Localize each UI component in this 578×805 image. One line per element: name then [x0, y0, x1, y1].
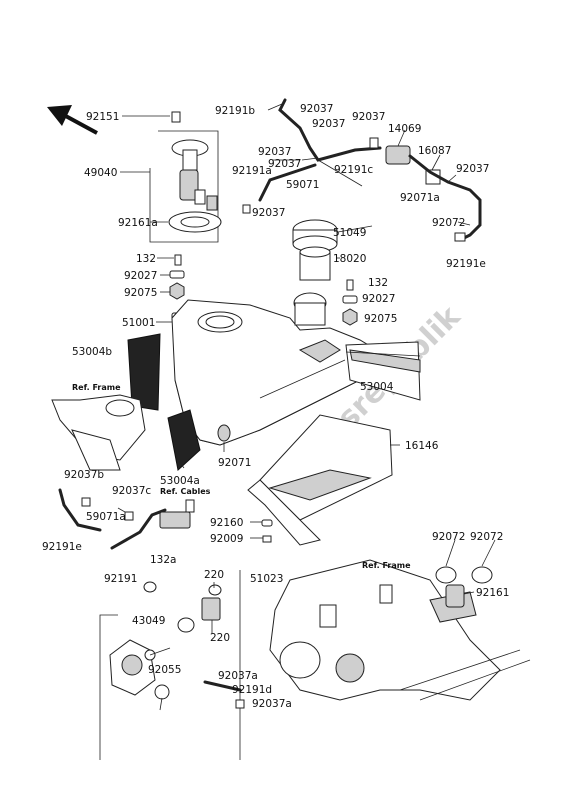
part-label: 220	[204, 569, 224, 581]
part-label: 92037	[252, 207, 285, 219]
ref-cables-label: Ref. Cables	[160, 487, 211, 496]
part-label: 92037	[352, 111, 385, 123]
part-label: 92191b	[215, 105, 255, 117]
part-label: 92191	[104, 573, 137, 585]
washer-92160	[261, 519, 273, 527]
fuel-tank	[171, 292, 381, 446]
part-label: 92071	[218, 457, 251, 469]
part-label: 92191c	[334, 164, 373, 176]
part-label: 92161a	[118, 217, 158, 229]
part-label: 53004	[360, 381, 394, 393]
side-cover-53004b	[127, 333, 161, 411]
frame-right	[269, 559, 531, 701]
part-label: 18020	[333, 253, 366, 265]
direction-arrow-icon	[47, 105, 98, 135]
part-label: 92072	[470, 531, 503, 543]
pump-assembly	[109, 581, 222, 700]
part-label: 49040	[84, 167, 117, 179]
part-label: 53004b	[72, 346, 112, 358]
part-label: 92037c	[112, 485, 151, 497]
part-label: 16146	[405, 440, 439, 452]
part-label: 51023	[250, 573, 283, 585]
side-cover-53004a	[167, 409, 201, 471]
part-label: 92072	[432, 531, 465, 543]
fuel-pump-group	[149, 111, 222, 243]
part-label: 92037a	[218, 670, 258, 682]
hose-routing-top	[242, 98, 482, 242]
part-label: 92075	[124, 287, 157, 299]
part-label: 53004a	[160, 475, 200, 487]
bushing-92071	[217, 424, 231, 442]
part-label: 92027	[362, 293, 395, 305]
part-label: 92160	[210, 517, 243, 529]
frame-left	[51, 394, 146, 471]
hose-92191e-left	[58, 488, 102, 532]
part-label: 16087	[418, 145, 451, 157]
pump-bracket-box	[99, 614, 118, 760]
cable-bracket	[81, 497, 195, 529]
part-label: 92009	[210, 533, 243, 545]
part-label: 92191a	[232, 165, 272, 177]
part-label: 92191e	[42, 541, 82, 553]
part-label: 92037b	[64, 469, 104, 481]
part-label: 92055	[148, 664, 181, 676]
valve-14069	[385, 145, 411, 165]
part-label: 14069	[388, 123, 421, 135]
bolt-92009	[262, 535, 272, 543]
part-label: 92191d	[232, 684, 272, 696]
part-label: 92037	[456, 163, 489, 175]
part-label: 59071a	[86, 511, 126, 523]
part-label: 92071a	[400, 192, 440, 204]
part-label: 132a	[150, 554, 176, 566]
screw-92151	[171, 111, 181, 123]
part-label: 51001	[122, 317, 155, 329]
ref-frame-left-label: Ref. Frame	[72, 383, 121, 392]
leader-lines	[117, 103, 496, 711]
part-label: 59071	[286, 179, 319, 191]
part-label: 92161	[476, 587, 509, 599]
part-label: 92037	[268, 158, 301, 170]
cap-group	[292, 219, 358, 326]
part-label: 132	[368, 277, 388, 289]
part-label: 132	[136, 253, 156, 265]
ref-frame-right-label: Ref. Frame	[362, 561, 411, 570]
part-label: 92191e	[446, 258, 486, 270]
part-label: 92072	[432, 217, 465, 229]
part-label: 220	[210, 632, 230, 644]
part-label: 51049	[333, 227, 366, 239]
part-label: 92075	[364, 313, 397, 325]
part-label: 92037	[300, 103, 333, 115]
part-label: 43049	[132, 615, 165, 627]
part-label: 92037	[312, 118, 345, 130]
hose-92191	[110, 508, 167, 550]
clamp-92072-b	[471, 566, 493, 584]
part-label: 92027	[124, 270, 157, 282]
part-label: 92037	[258, 146, 291, 158]
tank-tray	[247, 414, 393, 546]
part-label: 92151	[86, 111, 119, 123]
grommet-92161	[445, 584, 465, 608]
part-label: 92037a	[252, 698, 292, 710]
clamp-92072-a	[435, 566, 457, 584]
